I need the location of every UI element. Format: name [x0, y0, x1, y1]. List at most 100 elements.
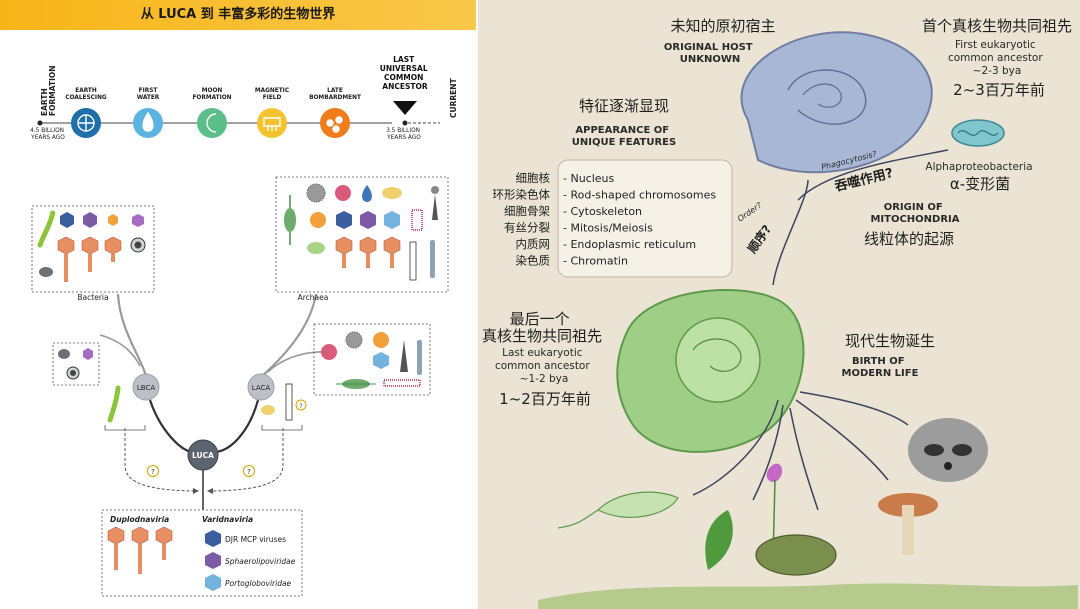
feature-zh: 有丝分裂: [504, 221, 550, 235]
timeline-start-dot: [37, 120, 43, 126]
meteor-icon-glyph: [326, 116, 343, 133]
globe-icon-glyph: [77, 114, 95, 132]
first-ancestor-zh: 首个真核生物共同祖先: [922, 17, 1072, 35]
feature-zh: 细胞骨架: [504, 204, 550, 218]
luca-timeline-label: LAST UNIVERSAL COMMON ANCESTOR: [380, 55, 430, 91]
archaea-label: Archaea: [298, 293, 329, 302]
legend-duplodnaviria: Duplodnaviria: [110, 515, 169, 524]
svg-text:LUCA: LUCA: [192, 451, 214, 460]
arrowhead-left-icon: [193, 488, 199, 494]
original-host-en: ORIGINAL HOST UNKNOWN: [664, 42, 756, 65]
moon-icon: [197, 108, 227, 138]
svg-text:?: ?: [299, 402, 302, 410]
earth-formation-label: EARTH FORMATION: [40, 65, 57, 116]
svg-text:LBCA: LBCA: [137, 384, 155, 392]
modern-life-zh: 现代生物诞生: [845, 332, 935, 350]
archaea-branch: [261, 293, 318, 377]
question-mark-3-icon: ?: [295, 399, 307, 411]
ancestor-to-raccoon-arrow: [799, 391, 909, 426]
ancestor-to-frog-arrow: [789, 407, 819, 511]
feature-en: - Rod-shaped chromosomes: [563, 189, 716, 202]
order-en: Order?: [736, 200, 764, 223]
feature-zh: 染色质: [516, 254, 551, 268]
question-mark-1-icon: ?: [147, 465, 159, 477]
luca-node: LUCA: [187, 439, 219, 471]
luca-diagram-panel: 从 LUCA 到 丰富多彩的生物世界 EARTH FORMATION CURRE…: [0, 0, 476, 609]
archaea-early-virus-icons: [321, 331, 422, 389]
orchid-flower-icon: [766, 463, 783, 482]
legend-varidnaviria: Varidnaviria: [202, 515, 253, 524]
feature-en: - Endoplasmic reticulum: [563, 238, 696, 251]
eukaryote-origin-illustration: 未知的原初宿主 ORIGINAL HOST UNKNOWN 首个真核生物共同祖先…: [482, 17, 1078, 609]
last-ancestor-en: Last eukaryotic common ancestor ~1-2 bya: [495, 347, 593, 385]
duplodnaviria-virus-icons: [107, 526, 173, 574]
legend-item: Portogloboviridae: [205, 574, 292, 591]
last-eukaryotic-ancestor-cell: [616, 289, 805, 453]
archaea-transfer-virus-icons: [261, 383, 293, 421]
bacteria-virus-bracket: [104, 425, 146, 431]
features-en: APPEARANCE OF UNIQUE FEATURES: [572, 125, 676, 148]
mitochondria-arrow: [797, 149, 949, 201]
laca-to-luca-branch: [215, 399, 260, 454]
last-ancestor-years: 1~2百万年前: [499, 390, 591, 408]
luca-marker-triangle-icon: [393, 101, 417, 115]
mushroom-icon: [878, 493, 938, 555]
archaea-virus-box: [313, 323, 431, 396]
bacteria-label: Bacteria: [77, 293, 108, 302]
alphaproteobacteria-icon: [951, 119, 1005, 147]
bacteria-box: [31, 205, 155, 293]
protist-icon: [596, 491, 679, 518]
ancestor-to-fungus-arrow: [795, 399, 889, 481]
water-drop-icon-glyph: [142, 111, 154, 132]
svg-text:?: ?: [151, 468, 155, 476]
bacteria-early-virus-icons: [58, 348, 93, 380]
first-ancestor-years: 2~3百万年前: [953, 81, 1045, 99]
alphaproteobacteria-zh: α-变形菌: [950, 175, 1010, 193]
legend-virus-icon: [205, 530, 221, 547]
legend-item-label: Portogloboviridae: [225, 579, 292, 588]
feature-en: - Chromatin: [563, 255, 628, 268]
eukaryote-origin-panel: 未知的原初宿主 ORIGINAL HOST UNKNOWN 首个真核生物共同祖先…: [478, 0, 1080, 609]
laca-node: LACA: [247, 373, 275, 401]
magnet-field-icon-glyph: [263, 117, 281, 131]
svg-text:LACA: LACA: [252, 384, 271, 392]
luca-time-label: 3.5 BILLION YEARS AGO: [386, 128, 422, 141]
arrowhead-right-icon: [207, 488, 213, 494]
order-zh: 顺序?: [744, 222, 774, 256]
virus-legend-box: [101, 509, 303, 597]
modern-life-en: BIRTH OF MODERN LIFE: [842, 356, 919, 379]
legend-item: DJR MCP viruses: [205, 530, 286, 547]
bacteria-branch: [116, 293, 148, 377]
lbca-to-luca-branch: [148, 399, 193, 454]
host-to-ancestor-arrow: [772, 179, 809, 286]
magnet-field-icon: [257, 108, 287, 138]
last-ancestor-zh: 最后一个 真核生物共同祖先: [482, 310, 602, 345]
bacteria-transfer-virus-icons: [107, 385, 121, 423]
meteor-icon: [320, 108, 350, 138]
archaea-box: [275, 176, 449, 293]
moon-icon-glyph: [206, 113, 217, 133]
features-box: [557, 159, 733, 278]
feature-en: - Nucleus: [563, 172, 615, 185]
feature-zh: 细胞核: [516, 171, 551, 185]
feature-zh: 内质网: [516, 237, 551, 251]
bacteria-virus-transfer-arrow: [124, 428, 194, 492]
raccoon-icon: [908, 418, 988, 482]
ground-grass: [538, 583, 1078, 609]
legend-item: Sphaerolipoviridae: [205, 552, 296, 569]
bacteria-side-branch: [99, 334, 141, 367]
original-host-cell: [740, 31, 933, 174]
plant-leaf-icon: [705, 510, 733, 570]
current-label: CURRENT: [449, 77, 458, 118]
legend-item-label: Sphaerolipoviridae: [225, 557, 296, 566]
alphaproteobacteria-en: Alphaproteobacteria: [925, 161, 1032, 173]
